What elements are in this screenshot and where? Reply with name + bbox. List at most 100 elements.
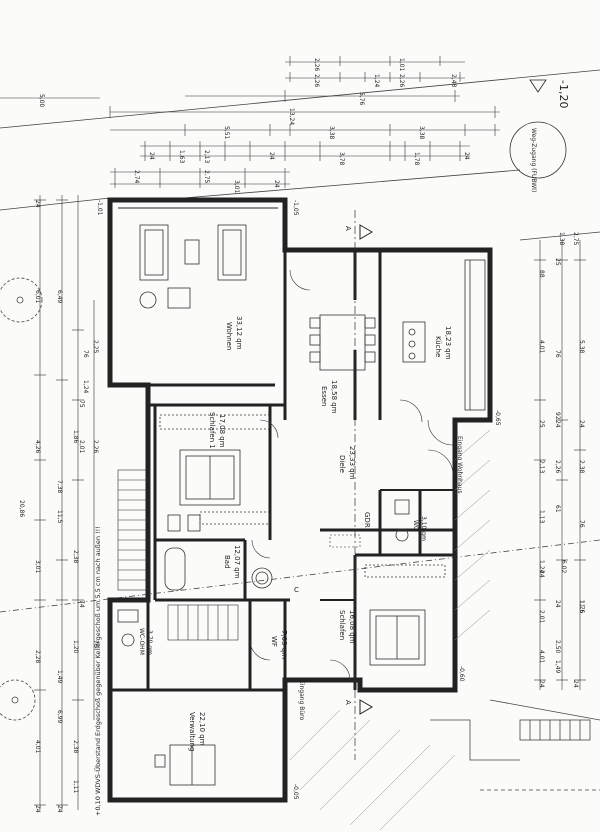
top-dimension-label-4: 2,26 — [398, 74, 405, 88]
terrace-hatching — [289, 429, 491, 831]
dining-table — [309, 314, 376, 371]
room-wohnen-name: Wohnen — [225, 322, 233, 350]
right-dimension-label-19: 2,01 — [538, 610, 545, 624]
room-labels: Wohnen 33,12 qm Küche 18,23 qm Essen 18,… — [138, 316, 463, 751]
top-dimension-label-18: 3,01 — [233, 180, 240, 194]
wdvs-note: +0,10 WDVS-Überstand Erdgeschoß gegenübe… — [93, 526, 102, 816]
room-wc-name: WC — [412, 520, 419, 530]
top-dimension-label-21: 24 — [268, 152, 275, 160]
left-dimension-label-22: 2,26 — [92, 440, 99, 454]
right-dimension-label-28: 76 — [578, 520, 585, 528]
top-dimension-label-3: 1,24 — [373, 74, 380, 88]
top-dimension-label-10: 3,38 — [328, 126, 335, 140]
living-room-furniture — [139, 224, 247, 309]
property-boundary-lines — [0, 69, 600, 613]
room-wf-area: 7,03 qm — [280, 630, 288, 659]
level-value: -1,20 — [557, 80, 570, 108]
top-dimension-label-11: 3,38 — [418, 126, 425, 140]
left-dimension-label-4: 1,86 — [72, 430, 79, 444]
right-dimension-label-22: 4,01 — [538, 650, 545, 664]
right-dimension-label-21: 11,5 — [578, 600, 585, 614]
top-dimension-label-20: 24 — [148, 152, 155, 160]
room-kueche-area: 18,23 qm — [444, 326, 452, 360]
tree-symbols — [0, 277, 43, 721]
right-dimension-label-9: 2,13 — [538, 460, 545, 474]
top-dimension-label-12: 2,75 — [203, 170, 210, 184]
room-gdr-name: GDR — [363, 512, 371, 528]
left-dimension-label-1: 6,49 — [56, 290, 63, 304]
entrance-wohnhaus-label: Eingang Wohnhaus — [456, 436, 463, 494]
compass-circle — [509, 121, 567, 179]
entrance-buero-label: Eingang Büro — [298, 680, 305, 721]
left-dimension-label-14: 24 — [34, 200, 41, 208]
right-dimension-label-23: 1,49 — [554, 660, 561, 674]
right-dimension-label-12: 61 — [554, 505, 561, 513]
right-dimension-label-4: 4,01 — [538, 340, 545, 354]
left-dimension-label-16: 20,86 — [18, 500, 25, 517]
right-dimension-label-6: 5,38 — [578, 340, 585, 354]
bathroom-fixtures — [164, 511, 273, 591]
left-dimension-label-2: 4,26 — [34, 440, 41, 454]
left-dimension-label-10: 6,99 — [56, 710, 63, 724]
level-triangle-icon — [529, 79, 547, 93]
right-dimension-label-1: 2,75 — [572, 232, 579, 246]
top-dimension-label-6: 5,76 — [358, 92, 365, 106]
section-arrow-bottom — [359, 699, 373, 715]
room-schlafen1-name: Schlafen 1 — [208, 412, 216, 449]
top-dimension-label-19: 24 — [273, 180, 280, 188]
room-bad-name: Bad — [223, 555, 231, 569]
top-dimension-ticks — [109, 56, 496, 188]
garderobe-closet — [329, 534, 361, 548]
right-dimension-label-27: 24 — [554, 420, 561, 428]
top-dimension-label-5: 2,48 — [450, 74, 457, 88]
bedroom1-bed — [159, 414, 271, 506]
bedroom-bed — [364, 564, 446, 666]
top-dimension-label-17: 2,74 — [133, 170, 140, 184]
office-desk — [154, 744, 216, 786]
right-dimension-label-14: 24 — [538, 570, 545, 578]
room-essen-area: 18,58 qm — [330, 380, 338, 414]
entrance-paths — [430, 699, 600, 791]
room-schlafen1-area: 17,08 qm — [218, 414, 226, 448]
wc-fixtures — [117, 499, 410, 647]
top-dimension-label-8: 13,24 — [288, 108, 295, 125]
top-dimension-label-13: 2,13 — [203, 150, 210, 164]
right-dimension-label-7: 25 — [538, 420, 545, 428]
room-schlafen-area: 16,08 qm — [348, 610, 356, 644]
top-dimension-label-7: 5,00 — [38, 94, 45, 108]
section-marker-a-bottom: A — [344, 700, 352, 705]
room-diele-area: 23,33 qm — [348, 446, 356, 480]
left-dimension-label-3: 7,38 — [56, 480, 63, 494]
top-dimension-label-0: 2,26 — [313, 58, 320, 72]
level-mark-1: -0,65 — [494, 410, 501, 426]
door-swings — [249, 269, 454, 681]
room-schlafen-name: Schlafen — [338, 610, 346, 640]
left-dimension-label-8: 1,20 — [72, 640, 79, 654]
level-mark-4: -1,05 — [292, 200, 299, 216]
top-dimension-label-16: 1,78 — [413, 152, 420, 166]
room-wc-ohm-area: 3,70 qm — [146, 630, 153, 655]
top-dimension-label-14: 1,63 — [178, 150, 185, 164]
right-dimension-label-18: 1,24 — [538, 560, 545, 574]
room-verwaltung-area: 22,10 qm — [198, 712, 206, 746]
right-dimension-label-16: 1,76 — [578, 600, 585, 614]
stairs — [117, 469, 239, 641]
right-dimension-label-26: 24 — [578, 420, 585, 428]
room-kueche-name: Küche — [434, 336, 442, 357]
left-dimension-label-23: 74 — [78, 600, 85, 608]
left-dimension-label-26: 24 — [34, 805, 41, 813]
right-dimension-label-20: 2,50 — [554, 640, 561, 654]
left-dimension-label-9: 1,49 — [56, 670, 63, 684]
level-mark-2: -0,60 — [458, 666, 465, 682]
left-dimension-label-20: 75 — [78, 400, 85, 408]
room-essen-name: Essen — [320, 386, 328, 406]
left-dimension-label-24: 76 — [92, 640, 99, 648]
right-dimension-lines — [534, 240, 586, 690]
left-dimension-label-17: 76 — [82, 350, 89, 358]
section-marker-a-top: A — [344, 226, 352, 231]
section-markers: A A — [344, 226, 352, 705]
